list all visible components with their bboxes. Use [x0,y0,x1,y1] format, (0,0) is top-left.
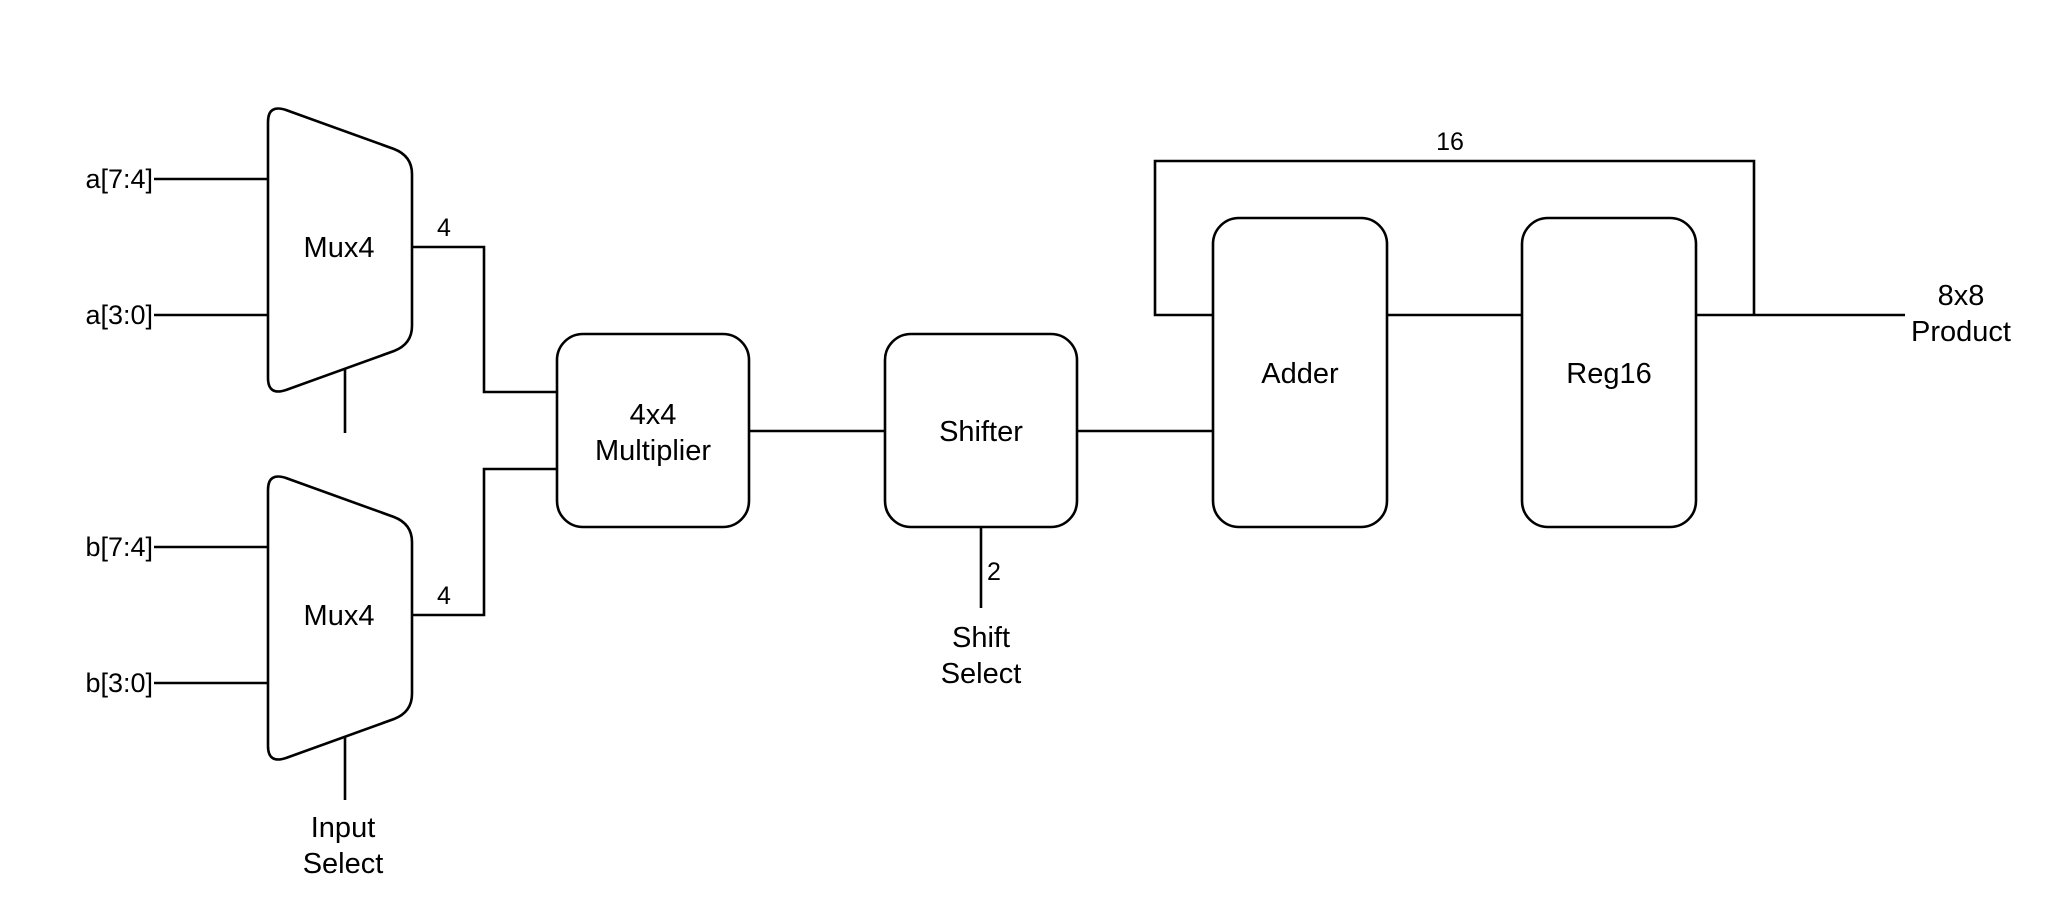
multiplier-label-line1: 4x4 [630,399,677,431]
mux-a-label: Mux4 [304,232,375,264]
mux-b-label: Mux4 [304,600,375,632]
bus-width-mux-b: 4 [437,582,451,610]
input-b-high-label: b[7:4] [85,532,153,562]
input-select-label-line1: Input [311,812,376,844]
input-a-high-label: a[7:4] [85,164,153,194]
bus-width-feedback: 16 [1436,128,1464,156]
output-label-line2: Product [1911,316,2011,348]
bus-width-mux-a: 4 [437,214,451,242]
input-select-label-line2: Select [303,848,384,880]
adder-block [1211,216,1389,529]
multiplier-block [555,332,751,529]
register-label: Reg16 [1566,358,1651,390]
input-b-low-label: b[3:0] [85,668,153,698]
adder-label: Adder [1261,358,1339,390]
input-a-low-label: a[3:0] [85,300,153,330]
multiplier-label-line2: Multiplier [595,435,711,467]
bus-width-shift-select: 2 [987,558,1001,586]
shifter-block [883,332,1079,529]
output-label-line1: 8x8 [1938,280,1985,312]
mux-a [266,107,414,393]
wire-feedback-loop [1153,159,1756,317]
shift-select-label-line1: Shift [952,622,1010,654]
shifter-label: Shifter [939,416,1023,448]
shift-select-label-line2: Select [941,658,1022,690]
mux-b [266,475,414,761]
wire-mux-a-out [412,245,557,394]
register-block [1520,216,1698,529]
wire-mux-b-out [412,467,557,617]
